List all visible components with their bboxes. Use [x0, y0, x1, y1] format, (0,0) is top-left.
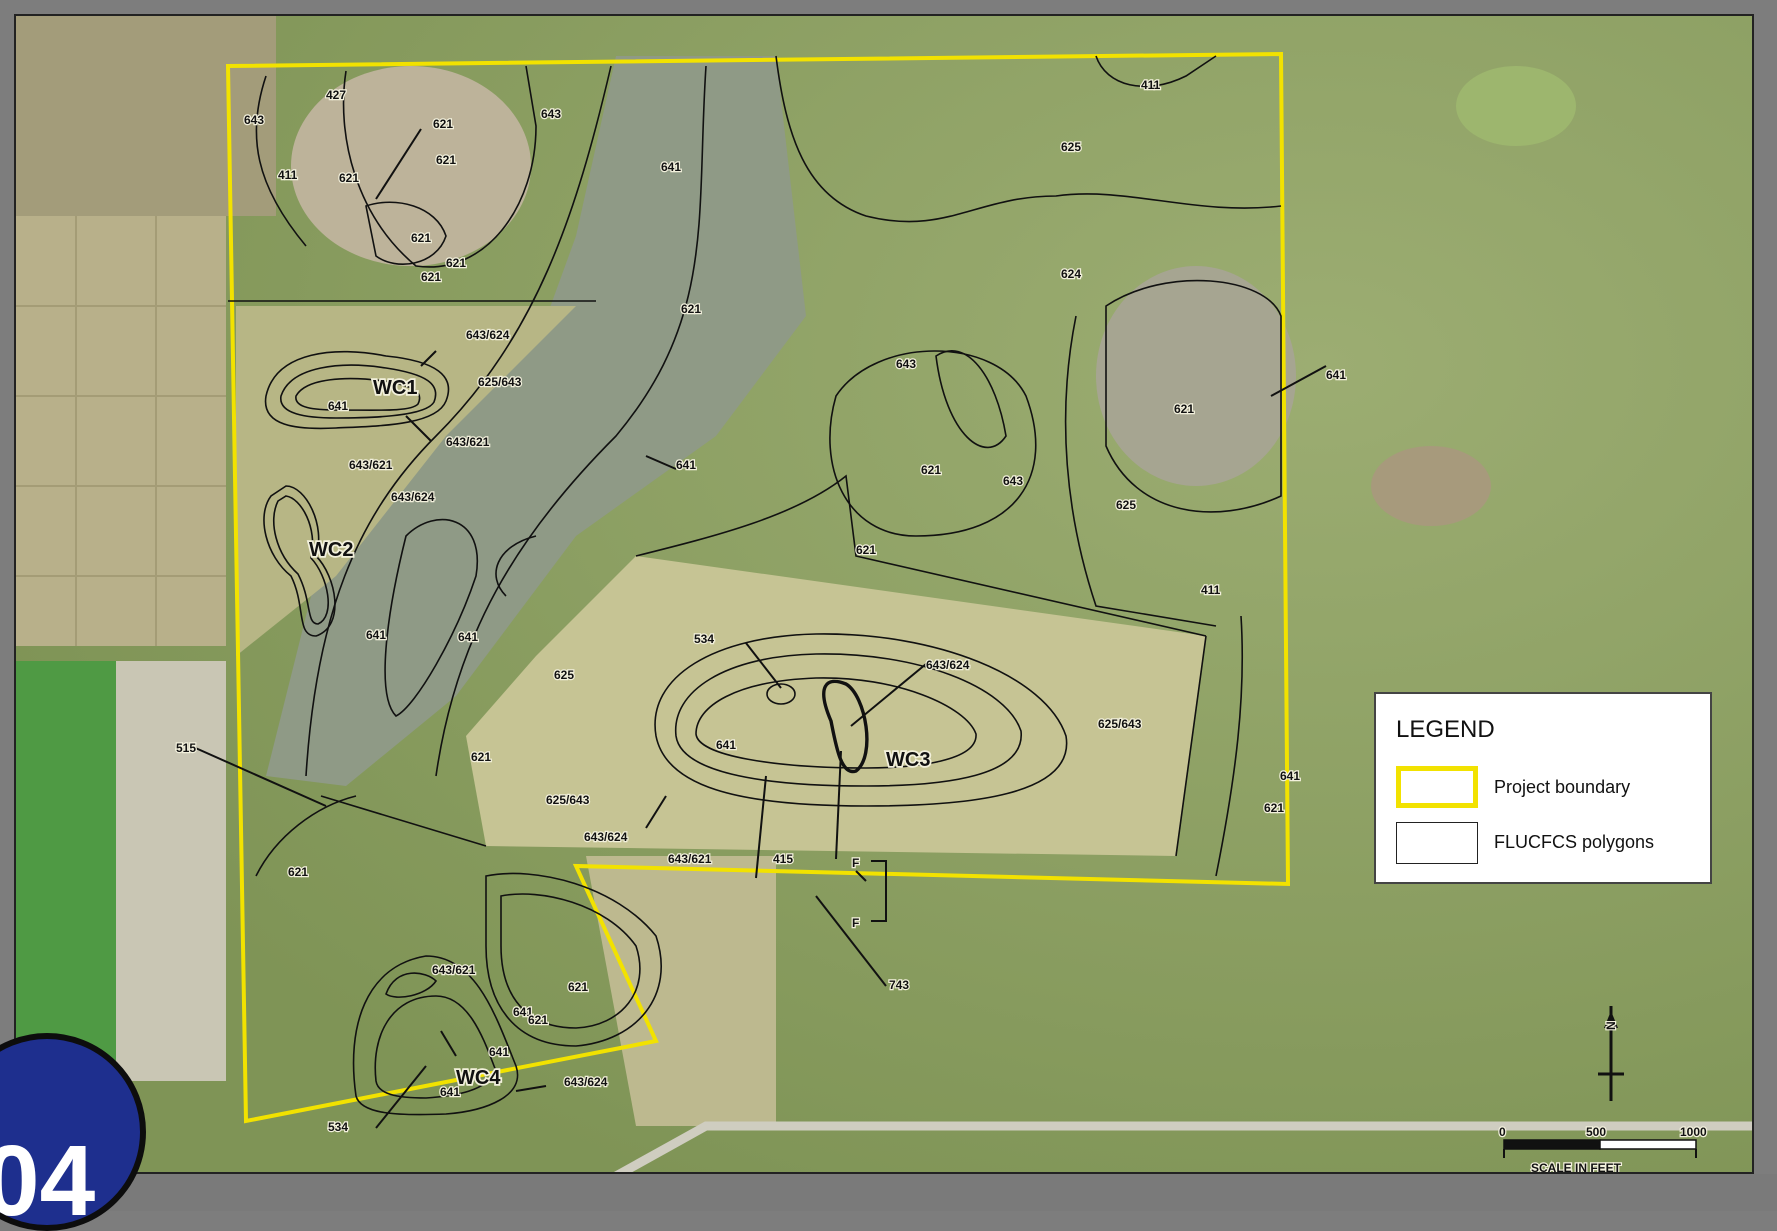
- code-label: 415: [773, 852, 793, 866]
- north-arrow-icon: N: [1598, 1006, 1624, 1101]
- code-label: 621: [421, 270, 441, 284]
- legend-label-boundary: Project boundary: [1494, 777, 1631, 797]
- code-label: 643/624: [466, 328, 510, 342]
- code-label: 743: [889, 978, 909, 992]
- code-label: 621: [446, 256, 466, 270]
- code-label: 621: [856, 543, 876, 557]
- code-label: 625: [1061, 140, 1081, 154]
- code-label: 411: [278, 168, 298, 182]
- code-label: 641: [440, 1085, 460, 1099]
- page-number-badge: 04: [0, 1033, 146, 1231]
- legend-label-polygons: FLUCFCS polygons: [1494, 832, 1655, 852]
- flucfcs-polygons: [228, 55, 1282, 1116]
- code-label: 621: [339, 171, 359, 185]
- code-label: 621: [288, 865, 308, 879]
- page-number: 04: [0, 1125, 96, 1231]
- marsh-east: [1096, 266, 1296, 486]
- map-canvas: 427 643 411 621 621 643 621 621 621 621 …: [16, 16, 1752, 1174]
- code-label: 621: [528, 1013, 548, 1027]
- code-label: 643/621: [432, 963, 476, 977]
- pasture-south: [586, 856, 776, 1126]
- code-label: 641: [1326, 368, 1346, 382]
- code-label: 643: [541, 107, 561, 121]
- marsh-north: [291, 66, 531, 266]
- code-label: 643/624: [564, 1075, 608, 1089]
- field-topleft: [16, 16, 276, 216]
- code-label: 641: [661, 160, 681, 174]
- code-label: 625/643: [478, 375, 522, 389]
- north-arrow-label: N: [1604, 1021, 1618, 1030]
- pasture-west: [236, 306, 576, 656]
- code-label: 625: [554, 668, 574, 682]
- area-label-wc2: WC2: [309, 539, 353, 561]
- code-label: 643/624: [926, 658, 970, 672]
- code-label: 641: [489, 1045, 509, 1059]
- code-label: 641: [366, 628, 386, 642]
- legend-swatch-boundary: [1396, 766, 1478, 808]
- section-markers: F F: [851, 855, 861, 931]
- code-label: 641: [328, 399, 348, 413]
- section-marker: F: [852, 856, 859, 870]
- code-label: 515: [176, 741, 196, 755]
- industrial-area: [116, 661, 226, 1081]
- code-labels: 427 643 411 621 621 643 621 621 621 621 …: [175, 77, 1348, 1135]
- code-label: 625/643: [1098, 717, 1142, 731]
- code-label: 621: [411, 231, 431, 245]
- map-legend: LEGEND Project boundary FLUCFCS polygons: [1374, 692, 1712, 884]
- project-boundary: [225, 51, 1291, 1124]
- code-label: 625: [1116, 498, 1136, 512]
- central-marsh: [266, 56, 806, 786]
- code-label: 621: [471, 750, 491, 764]
- code-label: 621: [921, 463, 941, 477]
- section-marker: F: [852, 916, 859, 930]
- scale-tick-label: 500: [1586, 1125, 1606, 1139]
- code-label: 641: [513, 1005, 533, 1019]
- scale-caption: SCALE IN FEET: [1531, 1161, 1622, 1174]
- pasture-center: [466, 556, 1206, 856]
- code-label: 643: [1003, 474, 1023, 488]
- area-label-wc1: WC1: [373, 377, 417, 399]
- legend-title: LEGEND: [1396, 716, 1495, 743]
- code-label: 621: [681, 302, 701, 316]
- aerial-map[interactable]: 427 643 411 621 621 643 621 621 621 621 …: [14, 14, 1754, 1174]
- code-label: 641: [458, 630, 478, 644]
- scale-tick-label: 1000: [1680, 1125, 1707, 1139]
- green-field: [16, 661, 116, 1081]
- code-label: 427: [326, 88, 346, 102]
- code-label: 625/643: [546, 793, 590, 807]
- code-label: 643/624: [584, 830, 628, 844]
- scale-tick-label: 0: [1499, 1125, 1506, 1139]
- code-label: 411: [1201, 583, 1221, 597]
- scale-bar: 0 500 1000 SCALE IN FEET: [1498, 1124, 1708, 1174]
- code-label: 621: [568, 980, 588, 994]
- farmland-left: [16, 216, 226, 646]
- wetland-east: [1371, 446, 1491, 526]
- code-label: 643/621: [349, 458, 393, 472]
- code-label: 643: [244, 113, 264, 127]
- leader-lines: [190, 128, 1327, 1129]
- code-label: 411: [1141, 78, 1161, 92]
- legend-swatch-polygons: [1396, 822, 1478, 864]
- clearing-ne: [1456, 66, 1576, 146]
- code-label: 643: [896, 357, 916, 371]
- road: [613, 1121, 1752, 1172]
- code-label: 621: [1264, 801, 1284, 815]
- code-label: 621: [1174, 402, 1194, 416]
- code-label: 643/621: [446, 435, 490, 449]
- bottom-band: [0, 1174, 1777, 1211]
- code-label: 534: [694, 632, 714, 646]
- code-label: 641: [1280, 769, 1300, 783]
- code-label: 643/621: [668, 852, 712, 866]
- code-label: 641: [716, 738, 736, 752]
- area-label-wc4: WC4: [456, 1067, 501, 1089]
- code-label: 641: [676, 458, 696, 472]
- area-labels: WC1 WC2 WC3 WC4: [307, 375, 932, 1091]
- area-label-wc3: WC3: [886, 749, 930, 771]
- code-label: 621: [436, 153, 456, 167]
- code-label: 621: [433, 117, 453, 131]
- code-label: 643/624: [391, 490, 435, 504]
- code-label: 624: [1061, 267, 1081, 281]
- code-label: 534: [328, 1120, 348, 1134]
